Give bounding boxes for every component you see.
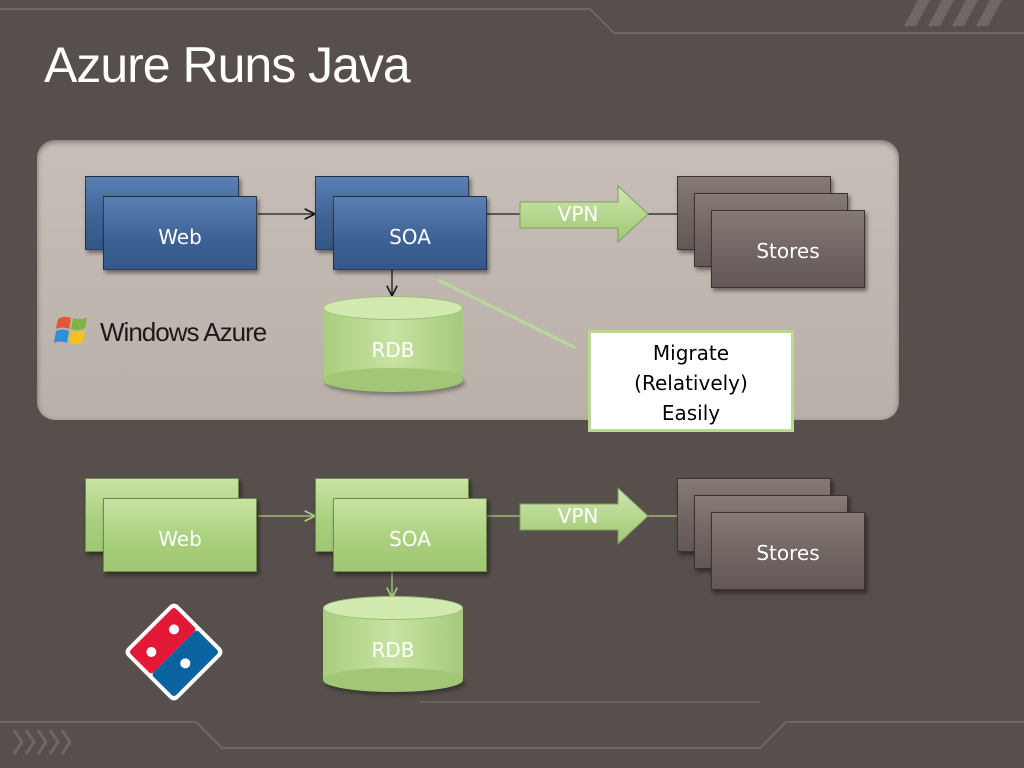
vpn-arrow bbox=[519, 486, 649, 546]
vpn-label: VPN bbox=[557, 504, 599, 528]
rdb-label: RDB bbox=[371, 338, 415, 362]
callout-line-3: Easily bbox=[661, 401, 721, 425]
stores-label: Stores bbox=[756, 541, 820, 565]
dominos-pizza-logo bbox=[125, 603, 223, 701]
web-server-box[interactable]: Web bbox=[103, 498, 257, 572]
rdb-label: RDB bbox=[371, 638, 415, 662]
soa-box[interactable]: SOA bbox=[333, 498, 487, 572]
callout-pointer bbox=[437, 278, 577, 350]
soa-box[interactable]: SOA bbox=[333, 196, 487, 270]
vpn-arrow bbox=[519, 184, 649, 244]
web-server-box[interactable]: Web bbox=[103, 196, 257, 270]
rdb-database[interactable]: RDB bbox=[323, 596, 463, 692]
callout-line-2: (Relatively) bbox=[634, 371, 748, 395]
windows-flag-icon bbox=[54, 316, 87, 345]
callout-line-1: Migrate bbox=[652, 341, 730, 365]
soa-label: SOA bbox=[389, 225, 431, 249]
web-label: Web bbox=[158, 225, 202, 249]
slide-title: Azure Runs Java bbox=[44, 37, 411, 93]
stores-label: Stores bbox=[756, 239, 820, 263]
rdb-database[interactable]: RDB bbox=[323, 296, 463, 392]
web-label: Web bbox=[158, 527, 202, 551]
vpn-label: VPN bbox=[557, 202, 599, 226]
windows-azure-logo: Windows Azure bbox=[54, 313, 294, 349]
stores-box[interactable]: Stores bbox=[711, 512, 865, 590]
windows-azure-wordmark: Windows Azure bbox=[100, 317, 267, 347]
migrate-callout: Migrate (Relatively) Easily bbox=[588, 330, 794, 432]
stores-box[interactable]: Stores bbox=[711, 210, 865, 288]
soa-label: SOA bbox=[389, 527, 431, 551]
